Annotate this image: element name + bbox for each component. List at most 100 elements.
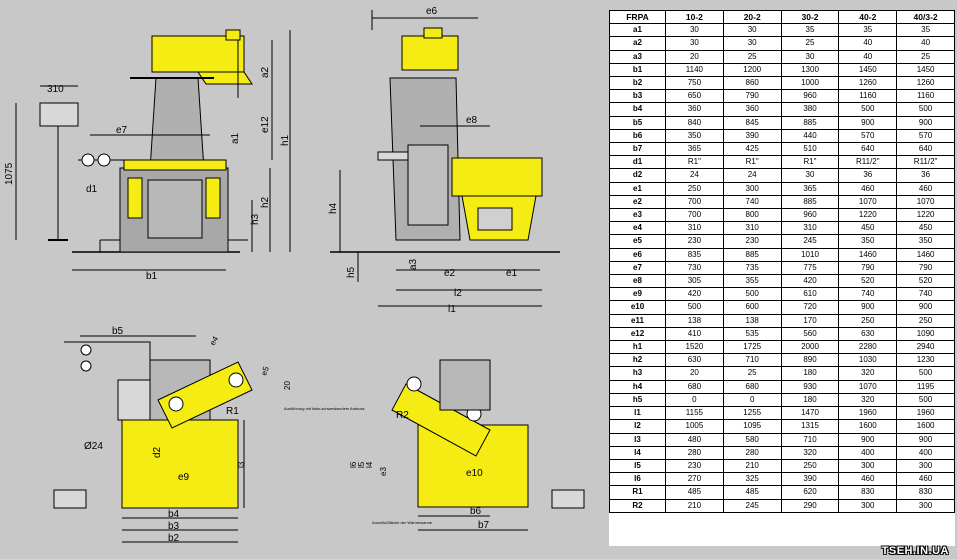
- table-cell: 305: [665, 274, 724, 289]
- table-cell: 1300: [780, 62, 840, 78]
- table-cell: 535: [722, 326, 782, 342]
- table-cell: 250: [665, 181, 724, 196]
- table-cell: 230: [722, 234, 782, 249]
- table-header-cell: 20-2: [722, 9, 782, 25]
- dim-h3: h3: [250, 213, 261, 225]
- table-header-cell: 10-2: [665, 9, 724, 25]
- table-cell: R1": [722, 155, 782, 170]
- table-cell: 25: [896, 49, 955, 64]
- table-cell: 30: [722, 36, 782, 51]
- table-cell: 365: [665, 142, 724, 157]
- dim-b4: b4: [168, 509, 180, 520]
- table-cell: 610: [780, 287, 840, 302]
- dim-l2: l2: [454, 288, 462, 299]
- table-cell: 300: [838, 458, 898, 474]
- row-label: e10: [609, 300, 666, 315]
- dim-e7: e7: [116, 125, 128, 136]
- table-cell: 350: [665, 128, 724, 144]
- table-cell: 420: [780, 274, 840, 289]
- dim-e5: e5: [259, 365, 271, 377]
- table-cell: 420: [665, 287, 724, 302]
- table-cell: 500: [838, 102, 898, 117]
- table-cell: 1090: [896, 326, 955, 342]
- table-cell: 900: [896, 115, 955, 130]
- table-cell: 740: [722, 194, 782, 210]
- dim-e4: e4: [208, 334, 221, 347]
- table-cell: 40: [838, 49, 898, 64]
- dim-h4: h4: [328, 202, 339, 214]
- dim-1075: 1075: [4, 162, 15, 185]
- dim-l4: l4: [365, 461, 374, 468]
- dim-l5: l5: [357, 461, 366, 468]
- row-label: h1: [609, 340, 666, 355]
- row-label: b1: [609, 62, 666, 78]
- row-label: R2: [609, 498, 666, 513]
- front-view: [15, 29, 291, 271]
- table-cell: 775: [780, 260, 840, 276]
- dim-r1: R1: [226, 406, 239, 417]
- table-cell: 250: [838, 313, 898, 328]
- row-label: e5: [609, 234, 666, 249]
- table-cell: 1260: [838, 76, 898, 91]
- table-cell: 720: [780, 300, 840, 315]
- technical-drawing: 310 1075 d1 b1 e7 a1 a2 e12 h1 h2 h3 e6 …: [4, 6, 585, 544]
- table-cell: 1600: [896, 419, 955, 434]
- table-cell: 310: [780, 221, 840, 236]
- table-cell: 500: [896, 392, 955, 408]
- table-cell: 630: [665, 353, 724, 368]
- table-cell: 680: [665, 379, 724, 394]
- row-label: b5: [609, 115, 666, 130]
- table-cell: 300: [896, 458, 955, 474]
- table-cell: 460: [896, 181, 955, 196]
- table-cell: 1255: [722, 406, 782, 421]
- table-cell: 1070: [838, 194, 898, 210]
- table-cell: 36: [896, 168, 955, 183]
- row-label: h5: [609, 392, 666, 408]
- table-cell: 1460: [896, 247, 955, 262]
- table-cell: 245: [722, 498, 782, 513]
- row-label: e8: [609, 274, 666, 289]
- table-cell: 360: [722, 102, 782, 117]
- table-cell: 0: [665, 392, 724, 408]
- table-cell: 380: [780, 102, 840, 117]
- table-cell: 485: [665, 485, 724, 500]
- table-cell: 450: [896, 221, 955, 236]
- table-cell: 25: [722, 49, 782, 64]
- row-label: l6: [609, 472, 666, 487]
- table-cell: 700: [665, 208, 724, 223]
- table-cell: 1220: [838, 208, 898, 223]
- table-cell: 710: [722, 353, 782, 368]
- table-cell: 1315: [780, 419, 840, 434]
- table-cell: 180: [780, 366, 840, 381]
- table-cell: 425: [722, 142, 782, 157]
- table-cell: 1450: [896, 62, 955, 78]
- table-cell: 510: [780, 142, 840, 157]
- table-cell: 360: [665, 102, 724, 117]
- table-cell: 845: [722, 115, 782, 130]
- dim-e12: e12: [260, 116, 271, 133]
- table-cell: 790: [838, 260, 898, 276]
- table-cell: 480: [665, 432, 724, 447]
- table-cell: 790: [896, 260, 955, 276]
- table-cell: 460: [838, 181, 898, 196]
- dim-h5: h5: [346, 266, 357, 278]
- table-cell: 1725: [722, 340, 782, 355]
- table-cell: 460: [838, 472, 898, 487]
- table-cell: 1195: [896, 379, 955, 394]
- table-cell: 1220: [896, 208, 955, 223]
- table-cell: R1": [780, 155, 840, 170]
- table-cell: 320: [780, 445, 840, 460]
- dim-a2: a2: [260, 66, 271, 78]
- row-label: l4: [609, 445, 666, 460]
